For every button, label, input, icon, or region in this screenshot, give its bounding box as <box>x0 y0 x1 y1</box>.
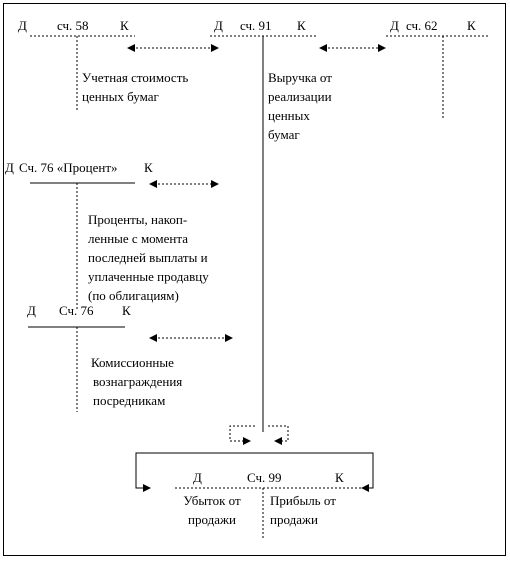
entry-interest-line: последней выплаты и <box>88 250 208 265</box>
entry-loss: Убыток от продажи <box>172 491 252 529</box>
account-76p-name: Сч. 76 «Процент» <box>19 160 118 175</box>
account-99-name: Сч. 99 <box>247 470 282 485</box>
entry-commission-line: посредникам <box>93 393 166 408</box>
entry-book-value: Учетная стоимость ценных бумаг <box>82 68 188 106</box>
account-76-name: Сч. 76 <box>59 303 94 318</box>
outer-border <box>3 3 506 556</box>
account-58-credit: К <box>120 18 129 33</box>
entry-interest-line: (по облигациям) <box>88 288 179 303</box>
entry-interest-line: уплаченные продавцу <box>88 269 209 284</box>
account-58-name: сч. 58 <box>57 18 89 33</box>
entry-sales-revenue: Выручка от реализации ценных бумаг <box>268 68 332 144</box>
entry-interest-line: ленные с момента <box>88 231 188 246</box>
entry-book-value-line: ценных бумаг <box>82 89 159 104</box>
entry-profit: Прибыль от продажи <box>270 491 336 529</box>
account-62-credit: К <box>467 18 476 33</box>
flow-to-99-loss <box>135 452 263 492</box>
account-99-debit: Д <box>193 470 202 485</box>
entry-sales-revenue-line: реализации <box>268 89 332 104</box>
entry-loss-line: продажи <box>188 512 236 527</box>
account-76p-debit: Д <box>5 160 14 175</box>
flow-to-99-profit <box>263 452 374 492</box>
account-62-debit: Д <box>390 18 399 33</box>
entry-commission-line: Комиссионные <box>91 355 174 370</box>
entry-book-value-line: Учетная стоимость <box>82 70 189 85</box>
entry-profit-line: Прибыль от <box>270 493 336 508</box>
entry-loss-line: Убыток от <box>183 493 241 508</box>
account-76-credit: К <box>122 303 131 318</box>
entry-interest: Проценты, накоп- ленные с момента послед… <box>88 210 209 305</box>
close-91-left <box>229 425 255 445</box>
entry-sales-revenue-line: Выручка от <box>268 70 332 85</box>
account-91-name: сч. 91 <box>240 18 272 33</box>
entry-sales-revenue-line: бумаг <box>268 127 300 142</box>
account-99-credit: К <box>335 470 344 485</box>
account-91-debit: Д <box>214 18 223 33</box>
entry-sales-revenue-line: ценных <box>268 108 310 123</box>
account-76p-credit: К <box>144 160 153 175</box>
account-62-name: сч. 62 <box>406 18 438 33</box>
entry-profit-line: продажи <box>270 512 318 527</box>
entry-interest-line: Проценты, накоп- <box>88 212 188 227</box>
account-76-debit: Д <box>27 303 36 318</box>
entry-commission-line: вознаграждения <box>93 374 183 389</box>
account-58-debit: Д <box>18 18 27 33</box>
account-91-credit: К <box>297 18 306 33</box>
entry-commission: Комиссионные вознаграждения посредникам <box>91 353 182 410</box>
close-91-right <box>268 425 289 445</box>
